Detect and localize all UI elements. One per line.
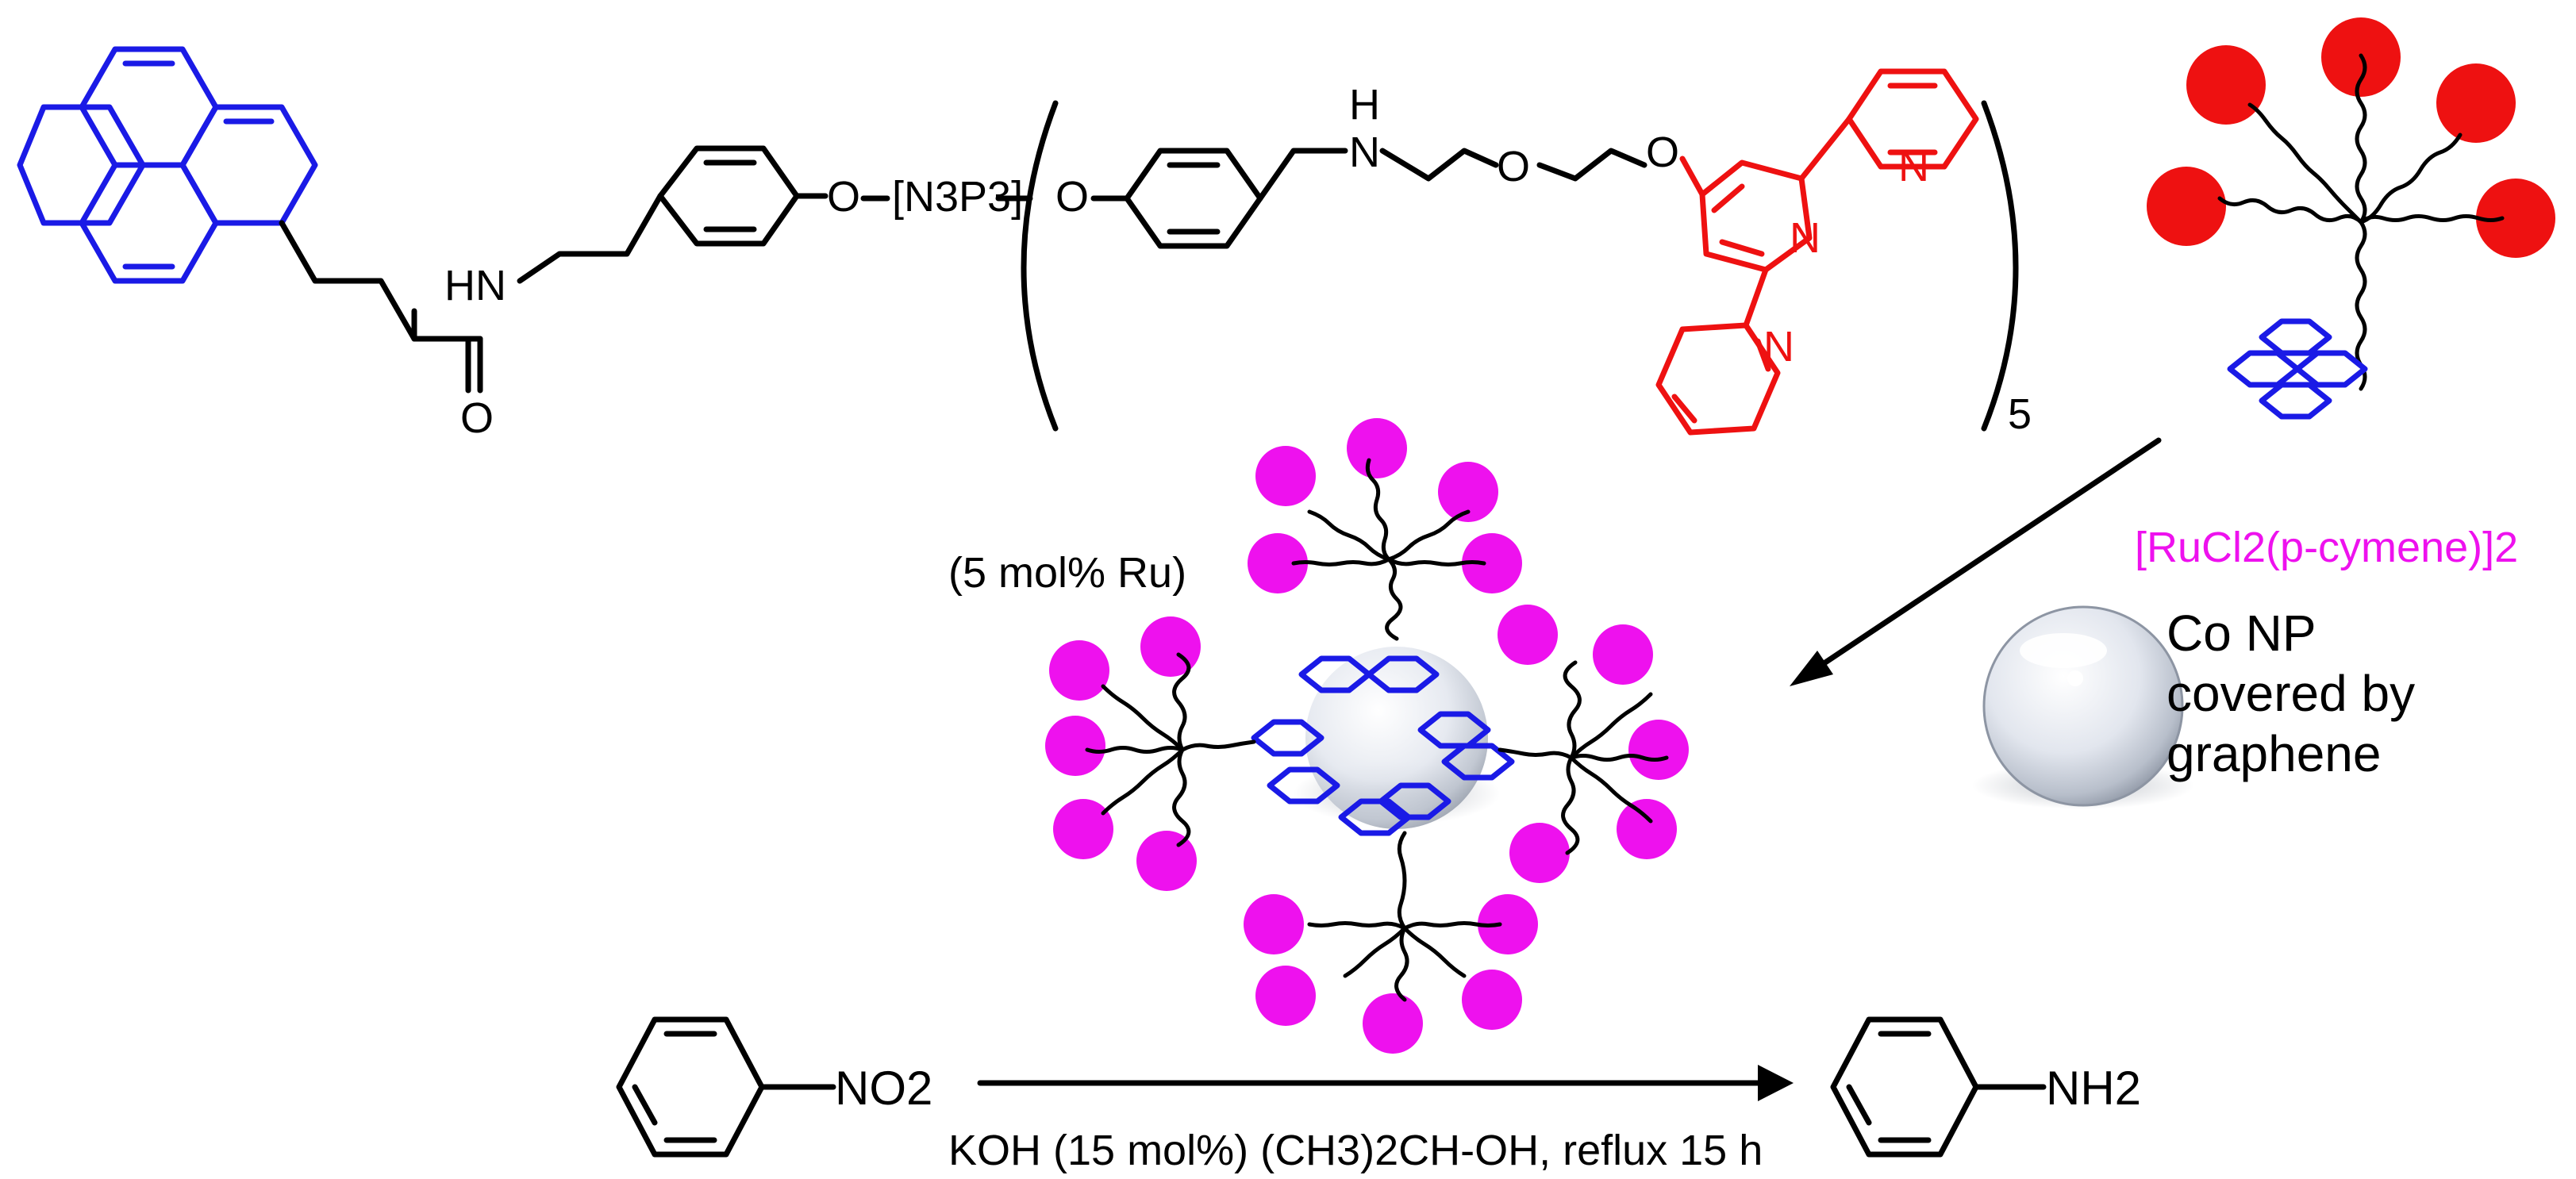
catalyst-loading-label: (5 mol% Ru) [948, 549, 1186, 597]
co-np-text: Co NP covered by graphene [2167, 605, 2416, 782]
left-cluster [1045, 616, 1256, 891]
ru-sphere [1509, 823, 1570, 883]
terpy-n3-label: N [1763, 323, 1794, 371]
terpy-sphere [2186, 45, 2266, 125]
terpy-sphere [2147, 167, 2226, 246]
ru-sphere [1462, 533, 1522, 593]
left-parenthesis [1021, 100, 1059, 432]
ru-sphere [1140, 616, 1201, 677]
ru-sphere [1363, 993, 1423, 1054]
aniline [1830, 1016, 2047, 1158]
co-np-caption: Co NP covered by graphene [2167, 605, 2416, 782]
terpy-sphere [2436, 63, 2516, 143]
amine-n-label: N [1349, 129, 1380, 176]
pyrene-anchors [1251, 655, 1515, 836]
terpy-n1-label: N [1790, 214, 1821, 262]
ru-sphere [1244, 894, 1304, 954]
pyrene-anchor-icon [2227, 318, 2368, 420]
right-parenthesis [1981, 100, 2019, 432]
ru-sphere [1347, 418, 1407, 478]
ether-o2-label: O [1055, 173, 1089, 221]
ru-sphere [1248, 533, 1308, 593]
ru-sphere [1478, 894, 1538, 954]
ru-sphere [1136, 831, 1197, 891]
reaction-conditions: KOH (15 mol%) (CH3)2CH-OH, reflux 15 h [948, 1127, 1763, 1174]
right-cluster [1498, 605, 1689, 883]
ru-sphere [1462, 970, 1522, 1030]
ru-sphere [1255, 966, 1316, 1026]
ru-sphere [1498, 605, 1558, 665]
butanamide-chain [279, 193, 663, 394]
glycol-o2-label: O [1646, 129, 1679, 176]
carbonyl-o-label: O [460, 394, 494, 442]
ru-sphere [1255, 446, 1316, 506]
ru-sphere [1628, 720, 1689, 780]
phenylene-2 [1090, 148, 1348, 249]
ruthenium-source-label: [RuCl2(p-cymene)]2 [2135, 524, 2518, 571]
amide-nh-label: HN [444, 262, 506, 309]
ether-o1-label: O [827, 173, 860, 221]
terpy-n2-label: N [1898, 143, 1929, 190]
dendrimer-icon [2147, 17, 2555, 391]
top-cluster [1248, 418, 1522, 641]
ru-sphere [1593, 624, 1653, 685]
ru-sphere [1053, 799, 1113, 859]
amine-h-label: H [1349, 81, 1380, 129]
glycol-o1-label: O [1497, 143, 1530, 190]
ethylene-glycol-chain [1379, 148, 1647, 182]
catalyst-core [1305, 647, 1488, 829]
ru-sphere [1049, 640, 1109, 701]
terpyridine-ligand [1655, 68, 1979, 436]
pyrene-moiety [17, 46, 318, 284]
repeat-count: 5 [2008, 390, 2032, 438]
nitrobenzene [616, 1016, 836, 1158]
co-nanoparticle-icon [1972, 605, 2194, 809]
amine-group-label: NH2 [2046, 1062, 2141, 1115]
arrow-to-catalyst [1790, 437, 2162, 686]
supported-catalyst [1045, 418, 1689, 1054]
nitro-group-label: NO2 [835, 1062, 932, 1115]
phenylene-1 [657, 145, 829, 247]
ru-sphere [1438, 462, 1498, 522]
ru-sphere [1617, 799, 1677, 859]
bottom-cluster [1244, 831, 1538, 1054]
ru-sphere [1045, 716, 1105, 776]
terpy-sphere [2476, 179, 2555, 258]
reaction-arrow [977, 1065, 1794, 1101]
